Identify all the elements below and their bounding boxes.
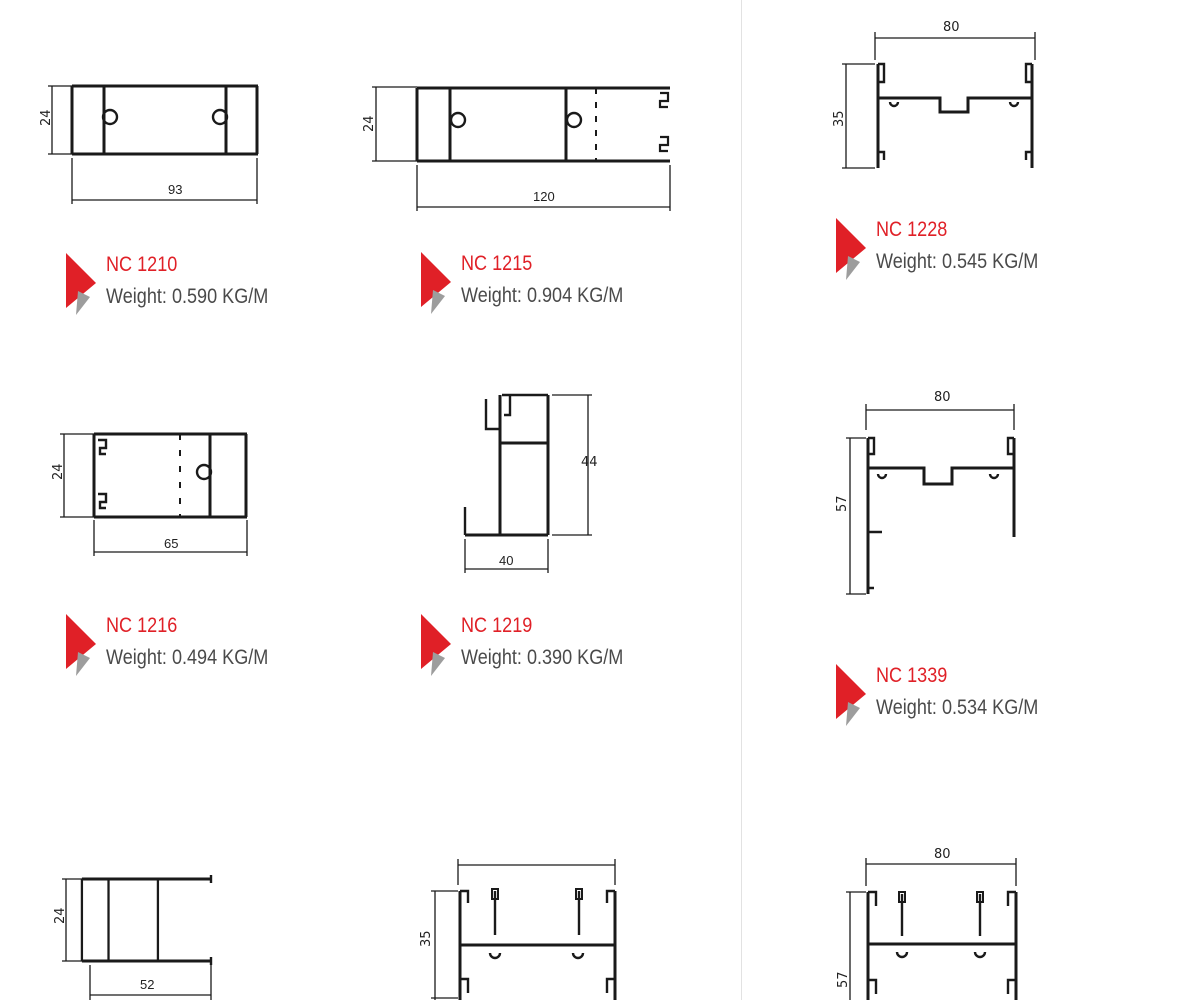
profile-drawing-nc1216: 24 65 — [51, 432, 248, 556]
profile-drawing-nc1215: 24 120 — [362, 86, 671, 211]
profile-code: NC 1216 — [106, 614, 178, 637]
profile-code: NC 1219 — [461, 614, 533, 637]
dimension-height: 24 — [39, 109, 54, 126]
brand-triangle-icon — [421, 252, 451, 314]
dimension-height: 24 — [53, 907, 68, 924]
profile-weight: Weight: 0.534 KG/M — [876, 696, 1039, 719]
dimension-height: 57 — [836, 971, 851, 988]
profile-weight: Weight: 0.390 KG/M — [461, 646, 624, 669]
profile-drawing-35: 35 — [419, 859, 617, 1000]
profile-drawing-nc1339: 80 57 — [835, 390, 1016, 595]
profile-drawing-80-57: 80 57 — [836, 847, 1018, 1000]
dimension-width: 80 — [934, 390, 951, 405]
profile-drawing-52: 24 52 — [53, 875, 213, 1000]
brand-triangle-icon — [836, 218, 866, 280]
profile-code: NC 1210 — [106, 253, 178, 276]
profile-weight: Weight: 0.494 KG/M — [106, 646, 269, 669]
dimension-width: 40 — [499, 553, 513, 568]
dimension-height: 57 — [835, 495, 850, 512]
profile-weight: Weight: 0.545 KG/M — [876, 250, 1039, 273]
dimension-width: 65 — [164, 536, 178, 551]
profile-code: NC 1228 — [876, 218, 948, 241]
profile-code: NC 1215 — [461, 252, 533, 275]
dimension-width: 93 — [168, 182, 182, 197]
dimension-height: 35 — [832, 110, 847, 127]
dimension-width: 52 — [140, 977, 154, 992]
brand-triangle-icon — [66, 614, 96, 676]
profile-weight: Weight: 0.904 KG/M — [461, 284, 624, 307]
dimension-width: 80 — [934, 847, 951, 862]
profile-drawing-nc1228: 80 35 — [832, 20, 1036, 169]
profile-code: NC 1339 — [876, 664, 948, 687]
dimension-height: 35 — [419, 930, 434, 947]
profile-weight: Weight: 0.590 KG/M — [106, 285, 269, 308]
dimension-height: 44 — [581, 455, 598, 470]
column-divider — [741, 0, 742, 1000]
dimension-width: 120 — [533, 189, 555, 204]
profile-drawing-nc1219: 44 40 — [463, 393, 598, 573]
brand-triangle-icon — [421, 614, 451, 676]
brand-triangle-icon — [836, 664, 866, 726]
brand-triangle-icon — [66, 253, 96, 315]
dimension-height: 24 — [362, 115, 377, 132]
dimension-width: 80 — [943, 20, 960, 35]
dimension-height: 24 — [51, 463, 66, 480]
profile-drawing-nc1210: 24 93 — [39, 84, 259, 204]
